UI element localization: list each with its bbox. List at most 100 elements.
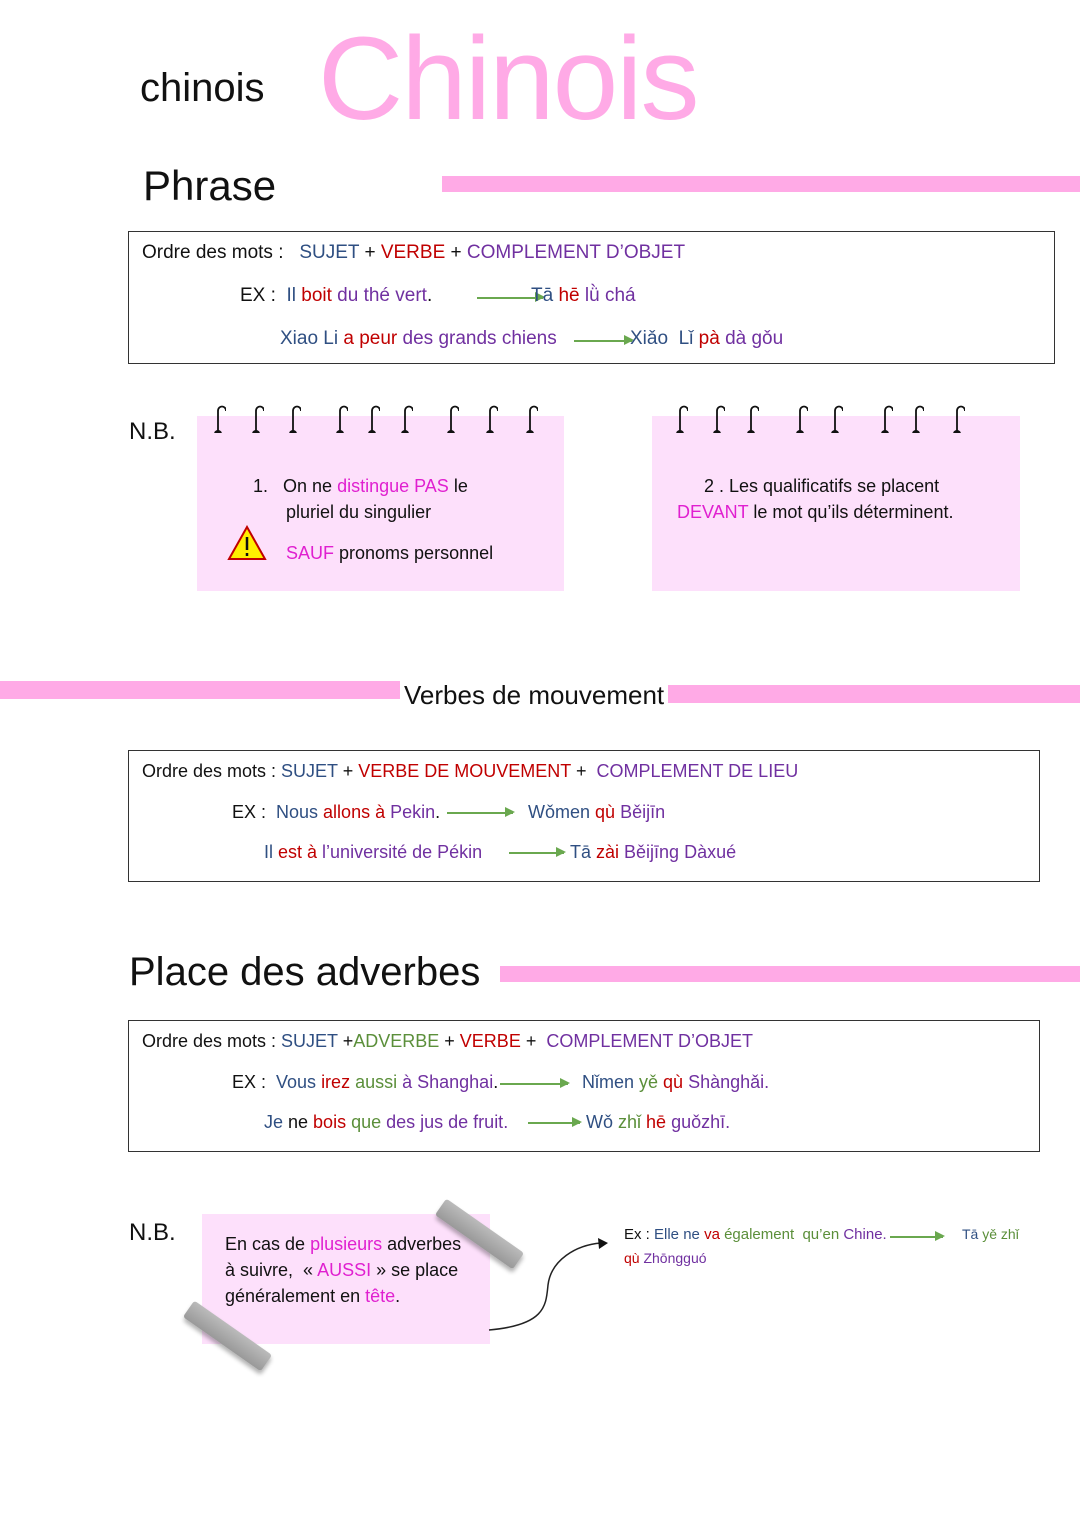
example-pinyin: Xiǎo Lǐ pà dà gǒu [630, 328, 783, 350]
text-segment: VERBE DE MOUVEMENT [358, 761, 571, 781]
text-segment: Nǐmen [582, 1072, 640, 1092]
text-segment: Běijīng Dàxué [619, 842, 737, 862]
text-segment: zài [596, 842, 620, 862]
text-segment: du thé vert [331, 285, 427, 306]
text-segment: + [337, 1031, 354, 1051]
text-segment: + [445, 242, 467, 263]
note-text: DEVANT le mot qu’ils déterminent. [677, 502, 953, 523]
note-text: SAUF pronoms personnel [286, 543, 493, 564]
word-order-box-adverbs [128, 1020, 1040, 1152]
text-segment: Il [286, 285, 302, 306]
ring-icon [486, 405, 498, 433]
example-french: EX : Il boit du thé vert. [240, 285, 432, 307]
sticky-note-3 [202, 1214, 490, 1344]
arrow-icon [509, 848, 566, 856]
section-heading-phrase: Phrase [143, 162, 277, 209]
text-segment: SUJET [281, 1031, 338, 1051]
text-segment: qù [624, 1250, 640, 1266]
text-segment: le [448, 476, 468, 496]
arrow-icon [574, 336, 634, 344]
word-order-box-phrase [128, 231, 1055, 364]
text-segment: yě [639, 1072, 659, 1092]
word-order-box-verbs [128, 750, 1040, 882]
text-segment: + [520, 1031, 547, 1051]
text-segment: SUJET [299, 242, 360, 263]
text-segment: pluriel du singulier [286, 502, 432, 522]
ring-icon [252, 405, 264, 433]
example-french: Il est à l’université de Pékin [264, 842, 482, 863]
text-segment: + [570, 761, 597, 781]
ring-icon [676, 405, 688, 433]
text-segment: Il [264, 842, 279, 862]
ring-icon [953, 405, 965, 433]
text-segment: allons à [323, 802, 386, 822]
example-french: Je ne bois que des jus de fruit. [264, 1112, 508, 1133]
text-segment: ne [288, 1112, 314, 1132]
word-order-rule: Ordre des mots : SUJET + VERBE + COMPLEM… [142, 242, 685, 264]
ring-icon [747, 405, 759, 433]
text-segment: Zhōngguó [639, 1250, 707, 1266]
arrow-icon [890, 1232, 945, 1240]
text-segment: Ordre des mots : [142, 1031, 282, 1051]
note-text: 1. On ne distingue PAS le [253, 476, 468, 497]
ring-icon [713, 405, 725, 433]
ring-icon [881, 405, 893, 433]
sticky-note-1 [197, 416, 564, 591]
text-segment: boit [301, 285, 332, 306]
text-segment: . [435, 802, 441, 822]
example-pinyin: Tā yě zhǐ [962, 1226, 1019, 1242]
text-segment: à suivre, « [225, 1260, 318, 1280]
heading-bar [0, 681, 400, 699]
text-segment: Xiao Li [280, 328, 344, 349]
text-segment: EX : [240, 285, 287, 306]
ring-icon [526, 405, 538, 433]
text-segment: qù [658, 1072, 684, 1092]
text-segment: ADVERBE [353, 1031, 440, 1051]
text-segment: irez [321, 1072, 351, 1092]
text-segment: Ordre des mots : [142, 761, 282, 781]
text-segment: Tā [570, 842, 597, 862]
arrow-icon [500, 1079, 570, 1087]
text-segment: que [346, 1112, 382, 1132]
text-segment: aussi [350, 1072, 398, 1092]
text-segment: + [359, 242, 381, 263]
text-segment: Ex : [624, 1226, 655, 1243]
word-order-rule: Ordre des mots : SUJET + VERBE DE MOUVEM… [142, 761, 798, 782]
text-segment: COMPLEMENT D’OBJET [466, 242, 686, 263]
ring-icon [289, 405, 301, 433]
background-title: Chinois [318, 13, 700, 145]
warning-triangle-icon [227, 525, 267, 560]
text-segment: des jus de fruit. [381, 1112, 509, 1132]
example-pinyin: Nǐmen yě qù Shànghǎi. [582, 1072, 769, 1093]
text-segment: hē [641, 1112, 667, 1132]
text-segment: va [704, 1226, 720, 1243]
text-segment: 2 . Les qualificatifs se placent [704, 476, 940, 496]
arrow-icon [447, 808, 515, 816]
text-segment: DEVANT [677, 502, 749, 522]
example-pinyin: qù Zhōngguó [624, 1250, 707, 1266]
text-segment: également qu’en [719, 1226, 840, 1243]
ring-icon [447, 405, 459, 433]
text-segment: adverbes [382, 1234, 462, 1254]
text-segment: COMPLEMENT D’OBJET [546, 1031, 754, 1051]
text-segment: Wǒmen [528, 802, 596, 822]
text-segment: qù [595, 802, 616, 822]
text-segment: Běijīn [615, 802, 666, 822]
example-pinyin: Tā hē lǜ chá [531, 285, 636, 307]
heading-bar [668, 685, 1080, 703]
text-segment: Elle ne [654, 1226, 705, 1243]
text-segment: plusieurs [310, 1234, 383, 1254]
text-segment: SAUF [286, 543, 335, 563]
word-order-rule: Ordre des mots : SUJET +ADVERBE + VERBE … [142, 1031, 753, 1052]
text-segment: Pekin [385, 802, 436, 822]
text-segment: pronoms personnel [334, 543, 494, 563]
text-segment: Tā [962, 1226, 983, 1242]
text-segment: zhǐ [618, 1112, 642, 1132]
note-text: En cas de plusieurs adverbes [225, 1234, 461, 1255]
ring-icon [401, 405, 413, 433]
ring-icon [214, 405, 226, 433]
note-text: 2 . Les qualificatifs se placent [704, 476, 939, 497]
arrow-icon [528, 1118, 582, 1126]
document-title: chinois [140, 66, 265, 110]
text-segment: Xiǎo Lǐ [630, 328, 699, 349]
